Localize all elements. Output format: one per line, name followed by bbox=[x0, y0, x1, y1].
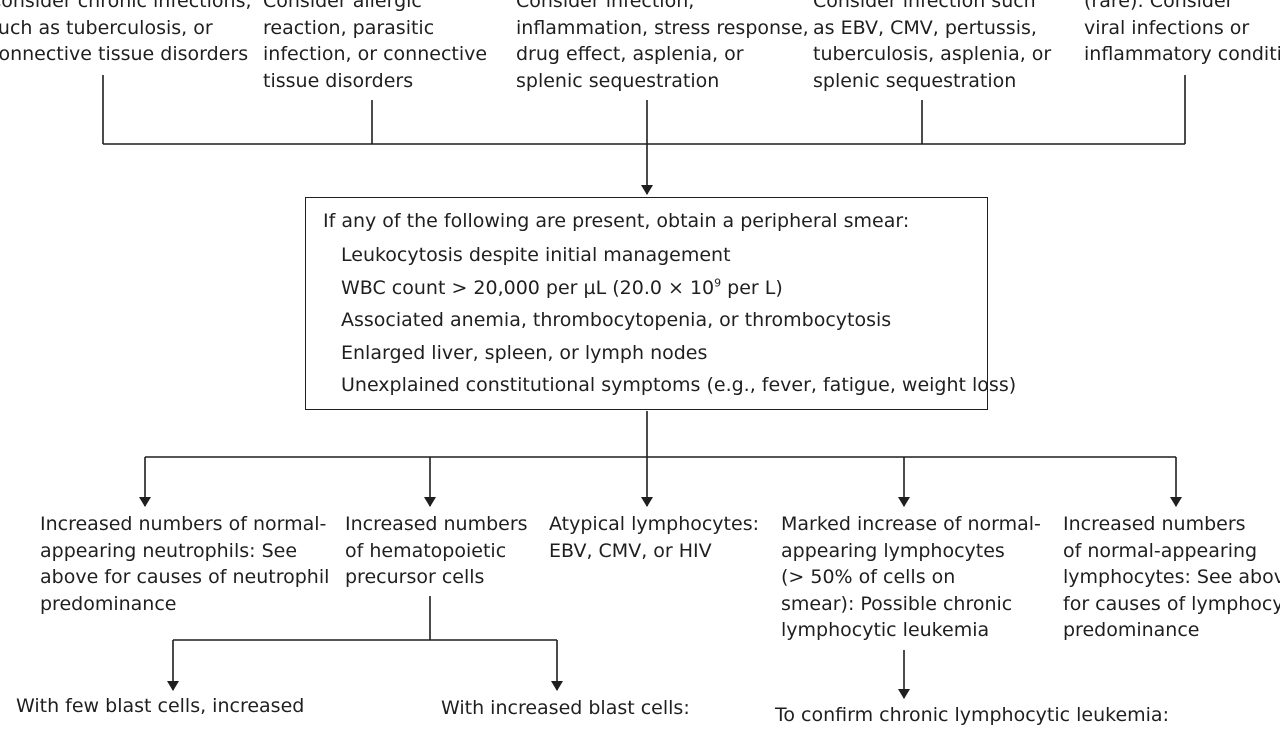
top-node-ebv-cmv: Consider infection such as EBV, CMV, per… bbox=[813, 0, 1052, 92]
criteria-item-wbc-count: WBC count > 20,000 per µL (20.0 × 109 pe… bbox=[341, 276, 783, 299]
peripheral-smear-criteria-box: If any of the following are present, obt… bbox=[305, 197, 1016, 410]
result-node-precursor-cells: Increased numbers of hematopoietic precu… bbox=[345, 513, 528, 589]
bottom-node-few-blasts: With few blast cells, increased bbox=[16, 695, 305, 717]
criteria-item-leukocytosis: Leukocytosis despite initial management bbox=[341, 244, 731, 266]
result-node-normal-lymphocytes: Increased numbers of normal-appearing ly… bbox=[1063, 513, 1280, 642]
criteria-item-organomegaly: Enlarged liver, spleen, or lymph nodes bbox=[341, 342, 708, 364]
result-node-neutrophils: Increased numbers of normal- appearing n… bbox=[40, 513, 330, 615]
top-node-chronic-infection: Consider chronic infections, such as tub… bbox=[0, 0, 252, 66]
top-node-rare-viral: (rare): Consider viral infections or inf… bbox=[1084, 0, 1280, 66]
top-node-infection-inflammation: Consider infection, inflammation, stress… bbox=[516, 0, 809, 92]
top-node-allergic: Consider allergic reaction, parasitic in… bbox=[263, 0, 488, 92]
result-node-atypical-lymphocytes: Atypical lymphocytes: EBV, CMV, or HIV bbox=[549, 513, 759, 562]
bottom-node-increased-blasts: With increased blast cells: bbox=[441, 697, 690, 719]
bottom-node-confirm-cll: To confirm chronic lymphocytic leukemia: bbox=[775, 704, 1169, 726]
criteria-item-constitutional: Unexplained constitutional symptoms (e.g… bbox=[341, 374, 1017, 396]
smear-box-heading: If any of the following are present, obt… bbox=[323, 210, 910, 232]
result-node-marked-lymphocytosis: Marked increase of normal- appearing lym… bbox=[781, 513, 1041, 642]
criteria-item-cytopenias: Associated anemia, thrombocytopenia, or … bbox=[341, 309, 892, 331]
